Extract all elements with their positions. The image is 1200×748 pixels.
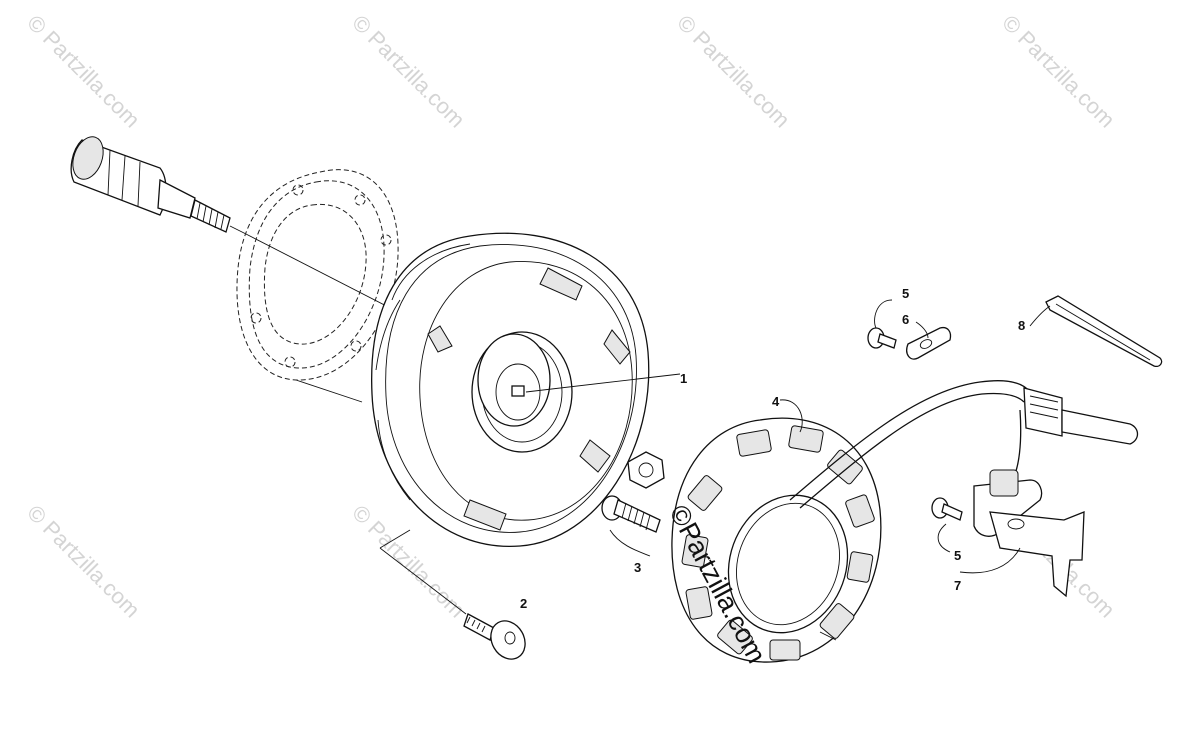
stator-coil (671, 399, 882, 663)
callout-5-top: 5 (902, 286, 909, 301)
screw-5-bottom (931, 497, 963, 553)
callout-3: 3 (634, 560, 641, 575)
callout-8: 8 (1018, 318, 1025, 333)
callout-4: 4 (772, 394, 780, 409)
callout-1: 1 (680, 371, 687, 386)
screw-5-top (867, 299, 897, 349)
wire-harness (789, 380, 1139, 509)
crankshaft-part (70, 136, 247, 235)
plate-6 (906, 321, 952, 360)
callout-5-bottom: 5 (954, 548, 961, 563)
bolt-2 (379, 529, 526, 660)
callout-2: 2 (520, 596, 527, 611)
callout-7: 7 (954, 578, 961, 593)
callout-6: 6 (902, 312, 909, 327)
sensor-bracket-7 (959, 469, 1085, 598)
center-axis-line (295, 379, 363, 403)
bolt-3 (601, 495, 661, 557)
clamp-8 (1029, 295, 1163, 368)
flywheel-rotor (371, 232, 681, 547)
flywheel-nut (627, 451, 665, 489)
